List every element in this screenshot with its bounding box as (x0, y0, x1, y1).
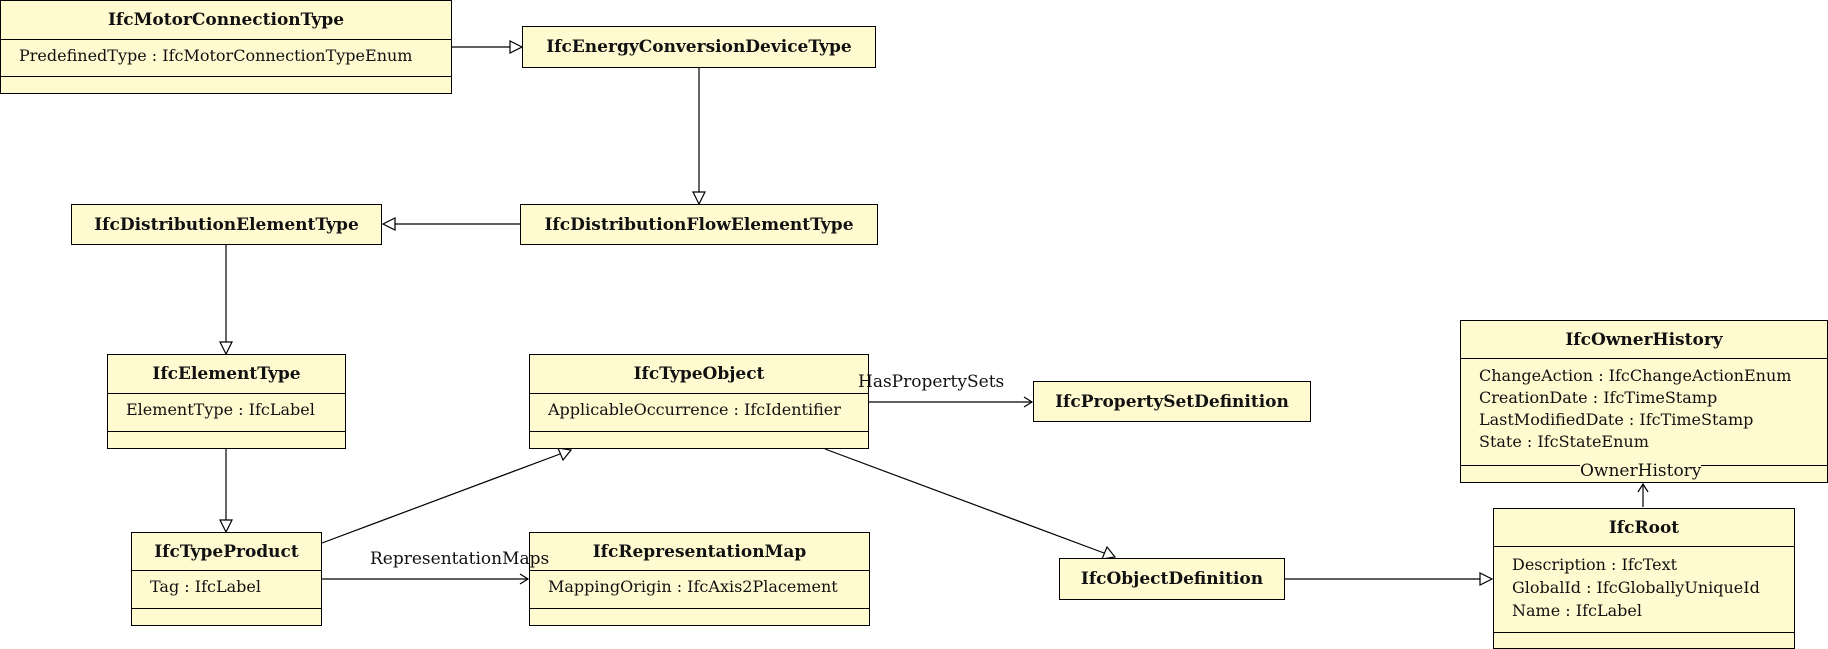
attribute: State : IfcStateEnum (1479, 432, 1649, 451)
class-name: IfcEnergyConversionDeviceType (546, 37, 852, 57)
attribute: PredefinedType : IfcMotorConnectionTypeE… (19, 46, 413, 65)
attribute: MappingOrigin : IfcAxis2Placement (548, 577, 838, 596)
inheritance-arrow (1479, 572, 1494, 586)
class-operations (132, 608, 321, 625)
class-name: IfcRoot (1608, 517, 1680, 538)
class-operations (1, 76, 451, 93)
attribute: ChangeAction : IfcChangeActionEnum (1479, 366, 1792, 385)
class-attributes: ChangeAction : IfcChangeActionEnum Creat… (1461, 358, 1827, 465)
inheritance-arrow (692, 191, 706, 206)
class-ifctypeobject[interactable]: IfcTypeObject ApplicableOccurrence : Ifc… (529, 354, 869, 449)
class-ifcroot[interactable]: IfcRoot Description : IfcText GlobalId :… (1493, 508, 1795, 649)
inheritance-arrow (219, 519, 233, 534)
class-ifcmotorconnectiontype[interactable]: IfcMotorConnectionType PredefinedType : … (0, 0, 452, 94)
attribute: Tag : IfcLabel (150, 577, 261, 596)
class-name: IfcObjectDefinition (1080, 569, 1264, 589)
class-name: IfcDistributionFlowElementType (544, 214, 854, 235)
class-attributes: MappingOrigin : IfcAxis2Placement (530, 570, 869, 608)
class-name: IfcOwnerHistory (1565, 329, 1723, 350)
class-attributes: ApplicableOccurrence : IfcIdentifier (530, 393, 868, 431)
class-ifcenergyconversiondevicetype[interactable]: IfcEnergyConversionDeviceType (522, 26, 876, 68)
class-name: IfcTypeProduct (154, 541, 299, 562)
class-ifcdistributionelementtype[interactable]: IfcDistributionElementType (71, 204, 382, 245)
association-arrow (1637, 482, 1649, 493)
class-operations (108, 431, 345, 448)
class-name: IfcElementType (152, 364, 301, 384)
inheritance-arrow (557, 447, 573, 462)
attribute: CreationDate : IfcTimeStamp (1479, 388, 1718, 407)
class-attributes: ElementType : IfcLabel (108, 393, 345, 431)
class-ifctypeproduct[interactable]: IfcTypeProduct Tag : IfcLabel (131, 532, 322, 626)
role-label-representationmaps: RepresentationMaps (370, 549, 550, 569)
class-attributes: Description : IfcText GlobalId : IfcGlob… (1494, 546, 1794, 632)
class-ifcdistributionflowelementtype[interactable]: IfcDistributionFlowElementType (520, 204, 878, 245)
class-ifcobjectdefinition[interactable]: IfcObjectDefinition (1059, 558, 1285, 600)
edge-typeobject-objdef (824, 448, 1105, 554)
role-label-haspropertysets: HasPropertySets (858, 372, 1005, 392)
class-name: IfcTypeObject (633, 364, 765, 384)
attribute: ElementType : IfcLabel (126, 400, 315, 419)
class-ifcpropertysetdefinition[interactable]: IfcPropertySetDefinition (1033, 381, 1311, 422)
class-ifcrepresentationmap[interactable]: IfcRepresentationMap MappingOrigin : Ifc… (529, 532, 870, 626)
edge-typeproduct-typeobject (321, 453, 561, 544)
inheritance-arrow (509, 40, 524, 54)
class-attributes: Tag : IfcLabel (132, 570, 321, 608)
attribute: Name : IfcLabel (1512, 601, 1642, 620)
association-arrow (519, 573, 530, 585)
class-name: IfcRepresentationMap (592, 541, 807, 562)
class-operations (530, 608, 869, 625)
attribute: LastModifiedDate : IfcTimeStamp (1479, 410, 1754, 429)
attribute: ApplicableOccurrence : IfcIdentifier (548, 400, 841, 419)
class-ifcelementtype[interactable]: IfcElementType ElementType : IfcLabel (107, 354, 346, 449)
association-arrow (1023, 396, 1034, 408)
class-name: IfcPropertySetDefinition (1055, 391, 1289, 412)
class-name: IfcMotorConnectionType (107, 10, 345, 30)
inheritance-arrow (219, 341, 233, 356)
inheritance-arrow (381, 217, 396, 231)
class-name: IfcDistributionElementType (94, 214, 359, 235)
class-operations (1494, 632, 1794, 648)
class-ifcownerhistory[interactable]: IfcOwnerHistory ChangeAction : IfcChange… (1460, 320, 1828, 483)
attribute: GlobalId : IfcGloballyUniqueId (1512, 578, 1760, 597)
class-operations (530, 431, 868, 448)
class-attributes: PredefinedType : IfcMotorConnectionTypeE… (1, 39, 451, 76)
attribute: Description : IfcText (1512, 555, 1678, 574)
role-label-ownerhistory: OwnerHistory (1580, 461, 1702, 481)
